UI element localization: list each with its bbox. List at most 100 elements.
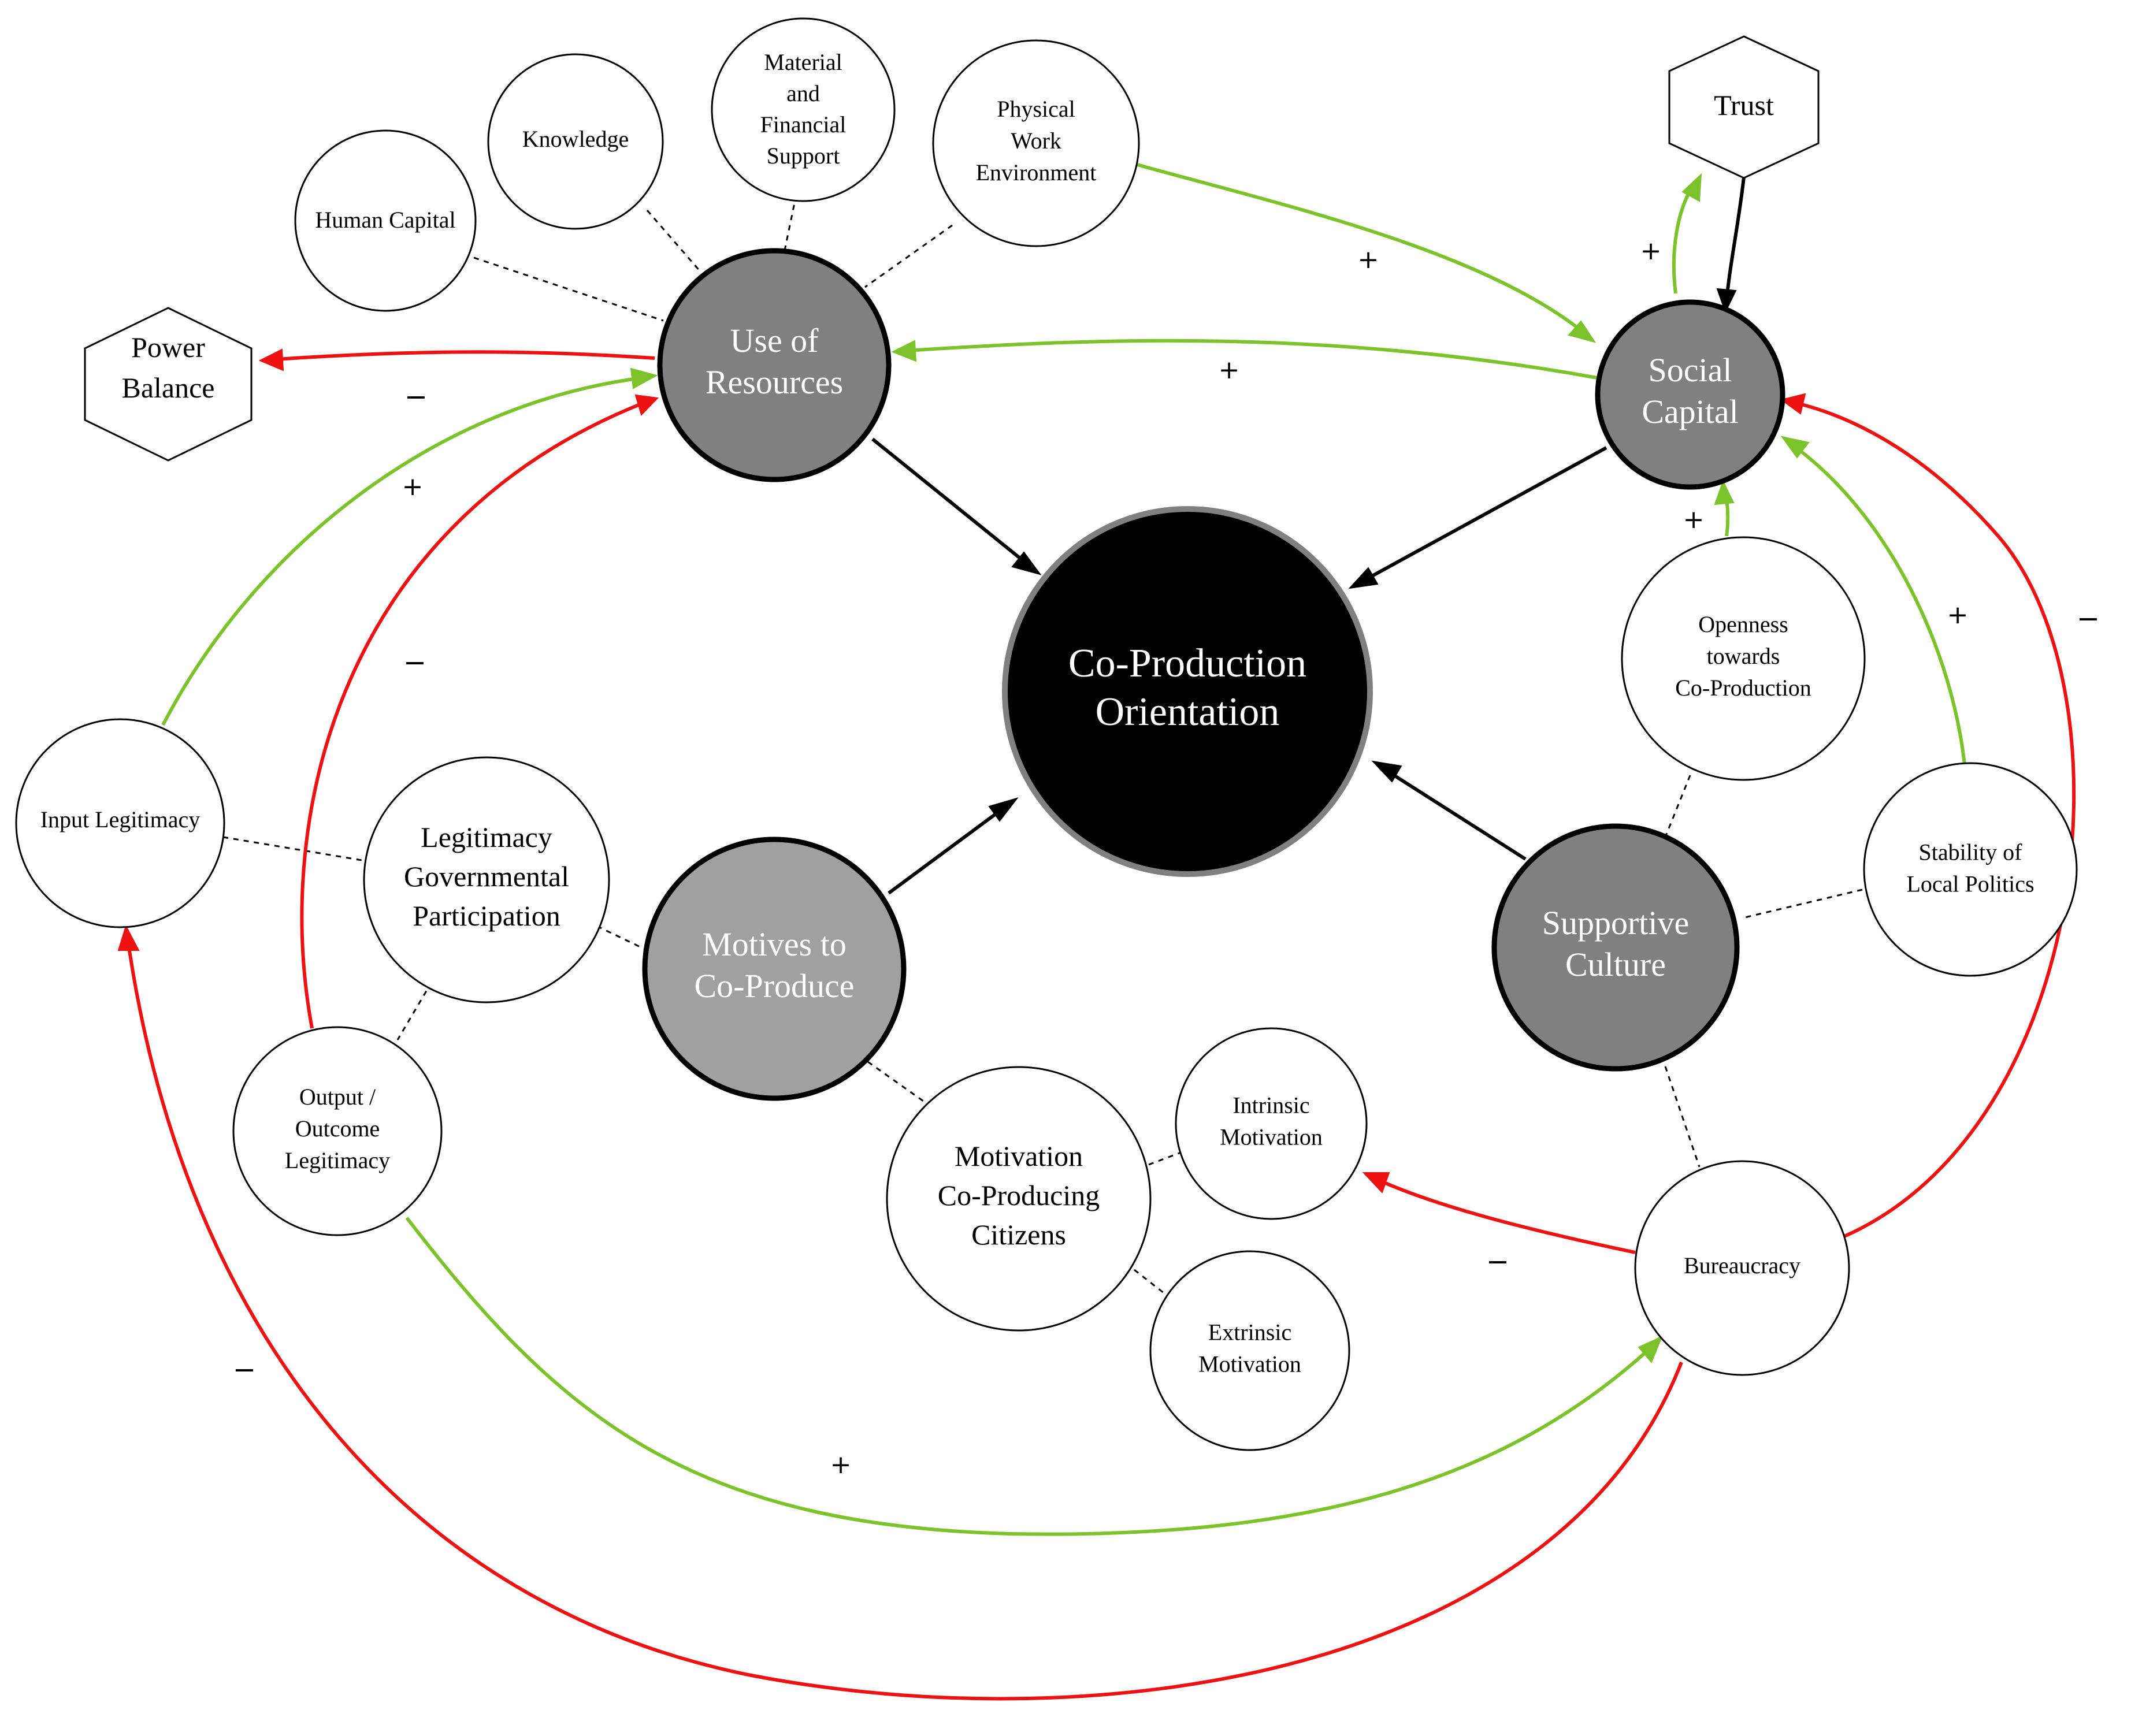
node-knowledge: Knowledge <box>487 53 664 230</box>
label-line: towards <box>1707 643 1780 669</box>
arrowhead <box>630 367 658 389</box>
arrowhead <box>1780 436 1810 459</box>
output-legitimacy-circle <box>232 1026 443 1236</box>
trust-hexagon <box>1668 35 1820 179</box>
stability-circle <box>1863 762 2078 977</box>
label-line: Capital <box>1642 393 1739 430</box>
arrow-resources-to-center <box>871 437 1030 567</box>
label-line: Extrinsic <box>1208 1319 1291 1345</box>
label-line: Knowledge <box>522 126 629 152</box>
arrowhead <box>891 340 917 362</box>
human-capital-circle <box>294 129 477 312</box>
sign-inputlegitimacy-resources: + <box>402 472 424 501</box>
sign-output-resources: − <box>403 646 426 679</box>
arrow-physical-to-socialcapital <box>1137 163 1584 334</box>
label-line: Human Capital <box>315 207 455 233</box>
supportive-culture-circle <box>1491 823 1740 1072</box>
arrowhead <box>1568 320 1597 343</box>
sign-socialcapital-resources: + <box>1219 355 1240 385</box>
sign-resources-powerbalance: − <box>404 381 428 413</box>
sign-bureaucracy-inputlegitimacy: − <box>233 1354 256 1386</box>
arrow-output-to-resources <box>300 401 645 1029</box>
label-line: Trust <box>1714 89 1774 121</box>
arrowhead <box>1716 288 1737 314</box>
connector-stability-culture <box>1744 889 1863 919</box>
arrowhead <box>634 394 659 416</box>
arrow-culture-to-center <box>1386 769 1527 861</box>
motives-circle <box>642 837 907 1101</box>
arrowhead <box>258 348 284 371</box>
sign-stability-socialcapital: + <box>1947 600 1969 630</box>
label-line: Outcome <box>295 1116 380 1142</box>
trust-label: Trust <box>1714 89 1774 121</box>
arrowhead <box>1362 1172 1390 1194</box>
arrow-resources-to-powerbalance <box>276 350 655 361</box>
connector-openness-culture <box>1664 775 1691 838</box>
center-circle <box>1002 506 1373 877</box>
bureaucracy-circle <box>1634 1160 1850 1376</box>
connector-culture-bureaucracy <box>1664 1066 1701 1168</box>
sign-bureaucracy-socialcapital: − <box>2077 603 2100 635</box>
motivation-citizens-circle <box>886 1066 1152 1332</box>
label-line: Citizens <box>971 1218 1066 1251</box>
label-line: Motivation <box>955 1140 1083 1172</box>
openness-circle <box>1621 536 1866 781</box>
node-trust: Trust <box>1668 35 1820 179</box>
arrowhead <box>1780 393 1806 415</box>
arrow-socialcapital-to-center <box>1362 446 1607 582</box>
label-line: Physical <box>997 96 1075 122</box>
label-line: Participation <box>413 899 560 932</box>
label-line: Material <box>764 49 842 75</box>
sign-socialcapital-trust: + <box>1640 236 1662 266</box>
label-line: Financial <box>760 111 847 137</box>
label-line: Stability of <box>1919 839 2023 865</box>
extrinsic-circle <box>1149 1250 1350 1451</box>
connector-legitimacy-gov-motives <box>596 925 645 950</box>
node-use-of-resources: Use of Resources <box>657 248 892 482</box>
connector-knowledge <box>646 210 701 272</box>
label-line: and <box>786 80 820 106</box>
label-line: Co-Production <box>1068 641 1306 686</box>
label-line: Orientation <box>1096 690 1280 734</box>
power-balance-hexagon <box>84 307 253 462</box>
sign-openness-socialcapital: + <box>1683 505 1705 534</box>
input-legitimacy-label: Input Legitimacy <box>40 806 201 832</box>
label-line: Co-Produce <box>694 967 854 1005</box>
sign-output-bureaucracy: + <box>830 1450 852 1479</box>
node-bureaucracy: Bureaucracy <box>1634 1160 1850 1376</box>
arrows <box>117 163 2076 1701</box>
arrowhead <box>1681 173 1702 202</box>
arrowhead <box>1638 1336 1663 1363</box>
connector-material-support <box>783 194 797 254</box>
label-line: Power <box>131 331 205 363</box>
connector-physical-env <box>864 224 953 288</box>
use-of-resources-circle <box>657 248 892 482</box>
label-line: Resources <box>706 363 843 401</box>
label-line: Supportive <box>1542 904 1690 942</box>
node-input-legitimacy: Input Legitimacy <box>15 718 225 928</box>
arrow-socialcapital-to-trust <box>1672 185 1695 294</box>
label-line: Use of <box>730 322 819 359</box>
legitimacy-gov-circle <box>363 756 610 1003</box>
label-line: Legitimacy <box>285 1147 390 1173</box>
